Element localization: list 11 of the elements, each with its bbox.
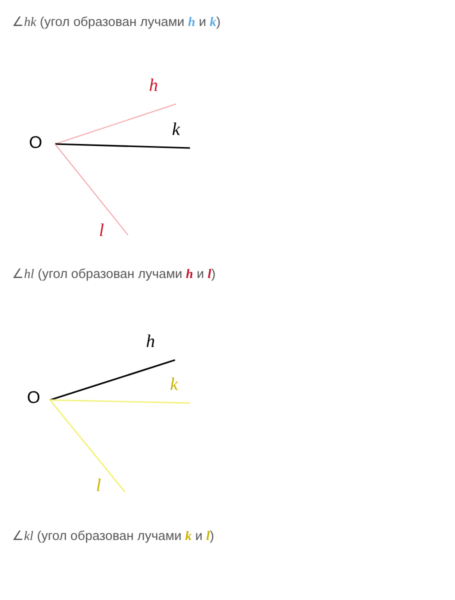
angle-caption: ∠hk (угол образован лучами h и k) xyxy=(12,13,221,31)
ray-label: l xyxy=(96,476,102,494)
angle-caption: ∠hl (угол образован лучами h и l) xyxy=(12,265,216,283)
point-label: O xyxy=(29,134,42,151)
ray-label: h xyxy=(146,332,155,350)
ray-label: k xyxy=(172,120,180,138)
ray-label: h xyxy=(149,76,158,94)
ray-label: k xyxy=(170,375,178,393)
point-label: O xyxy=(27,389,40,406)
angle-caption: ∠kl (угол образован лучами k и l) xyxy=(12,527,214,545)
ray-label: l xyxy=(99,221,104,239)
